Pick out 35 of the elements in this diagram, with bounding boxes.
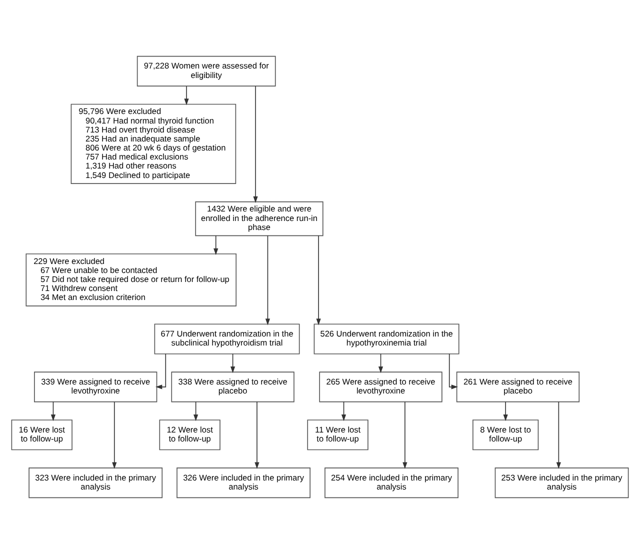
arrow [341, 400, 346, 421]
arrow [193, 400, 198, 421]
arrow [448, 352, 458, 389]
arrow [230, 352, 236, 373]
node-box: 677 Underwent randomization in the subclinical hypothyroidism trial [154, 323, 300, 354]
arrow [402, 401, 408, 468]
node-box: 97,228 Women were assessed for eligibility [136, 55, 276, 86]
arrow [254, 401, 260, 468]
node-box: 339 Were assigned to receive levothyroxine [34, 371, 158, 402]
node-box: 323 Were included in the primary analysis [28, 467, 163, 498]
arrow [378, 352, 384, 373]
node-box: 1432 Were eligible and were enrolled in the adherence run-in phase [195, 200, 324, 236]
node-box: 261 Were assigned to receive placebo [456, 371, 580, 402]
arrow [556, 401, 561, 468]
node-box: 11 Were lost to follow-up [307, 419, 368, 450]
arrow [112, 401, 117, 468]
node-box: 326 Were included in the primary analysis [176, 467, 310, 498]
node-box: 95,796 Were excluded 90,417 Had normal thyroid function 713 Had overt thyroid disease 235 Had an inadequate sample 806 Were at 20 wk 6 days of gestation 757 Had medical exclusions 1,319 Had other reasons 1,549 Declined to participate [70, 103, 236, 184]
node-box: 338 Were assigned to receive placebo [171, 371, 294, 402]
node-box: 254 Were included in the primary analysis [324, 467, 458, 498]
node-box: 265 Were assigned to receive levothyroxine [319, 371, 442, 402]
node-box: 526 Underwent randomization in the hypothyroxinemia trial [314, 323, 460, 354]
arrow [156, 352, 166, 389]
arrow [316, 234, 321, 325]
arrow [184, 85, 189, 105]
arrow [265, 234, 270, 325]
arrow [50, 400, 56, 421]
arrow [503, 400, 508, 421]
node-box: 253 Were included in the primary analysis [494, 467, 629, 498]
node-box: 16 Were lost to follow-up [11, 419, 72, 450]
arrow [253, 85, 258, 202]
node-box: 8 Were lost to follow-up [472, 419, 539, 450]
node-box: 229 Were excluded 67 Were unable to be contacted 57 Did not take required dose or return for follow-up 71 Withdrew consent 34 Met an exclusion criterion [26, 252, 237, 306]
arrow [214, 234, 218, 255]
node-box: 12 Were lost to follow-up [159, 419, 220, 450]
